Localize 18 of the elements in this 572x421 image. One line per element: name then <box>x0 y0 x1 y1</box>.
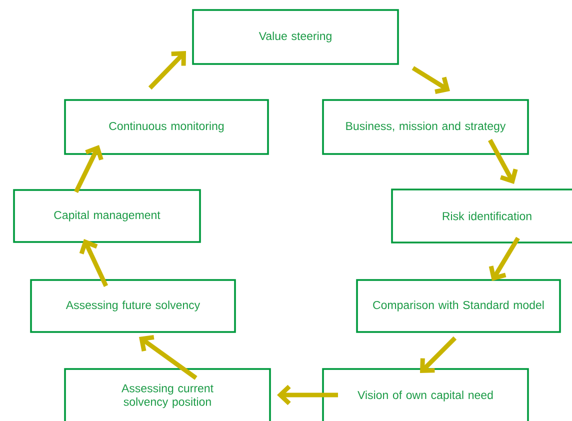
arrow <box>148 51 186 90</box>
process-box: Capital management <box>13 189 201 243</box>
arrow <box>74 145 104 193</box>
process-box: Assessing current solvency position <box>64 368 271 421</box>
process-box: Assessing future solvency <box>30 279 236 333</box>
process-box: Risk identification <box>391 188 572 244</box>
arrow <box>277 384 338 406</box>
process-box: Continuous monitoring <box>64 99 269 155</box>
arrow <box>412 66 450 94</box>
process-box: Value steering <box>192 9 399 65</box>
arrow <box>488 138 518 184</box>
process-box: Vision of own capital need <box>322 368 529 421</box>
process-box: Business, mission and strategy <box>322 99 529 155</box>
process-box: Comparison with Standard model <box>356 279 561 333</box>
arrow <box>139 335 198 380</box>
arrow <box>79 239 108 287</box>
arrow <box>488 236 520 281</box>
arrow <box>420 336 457 373</box>
